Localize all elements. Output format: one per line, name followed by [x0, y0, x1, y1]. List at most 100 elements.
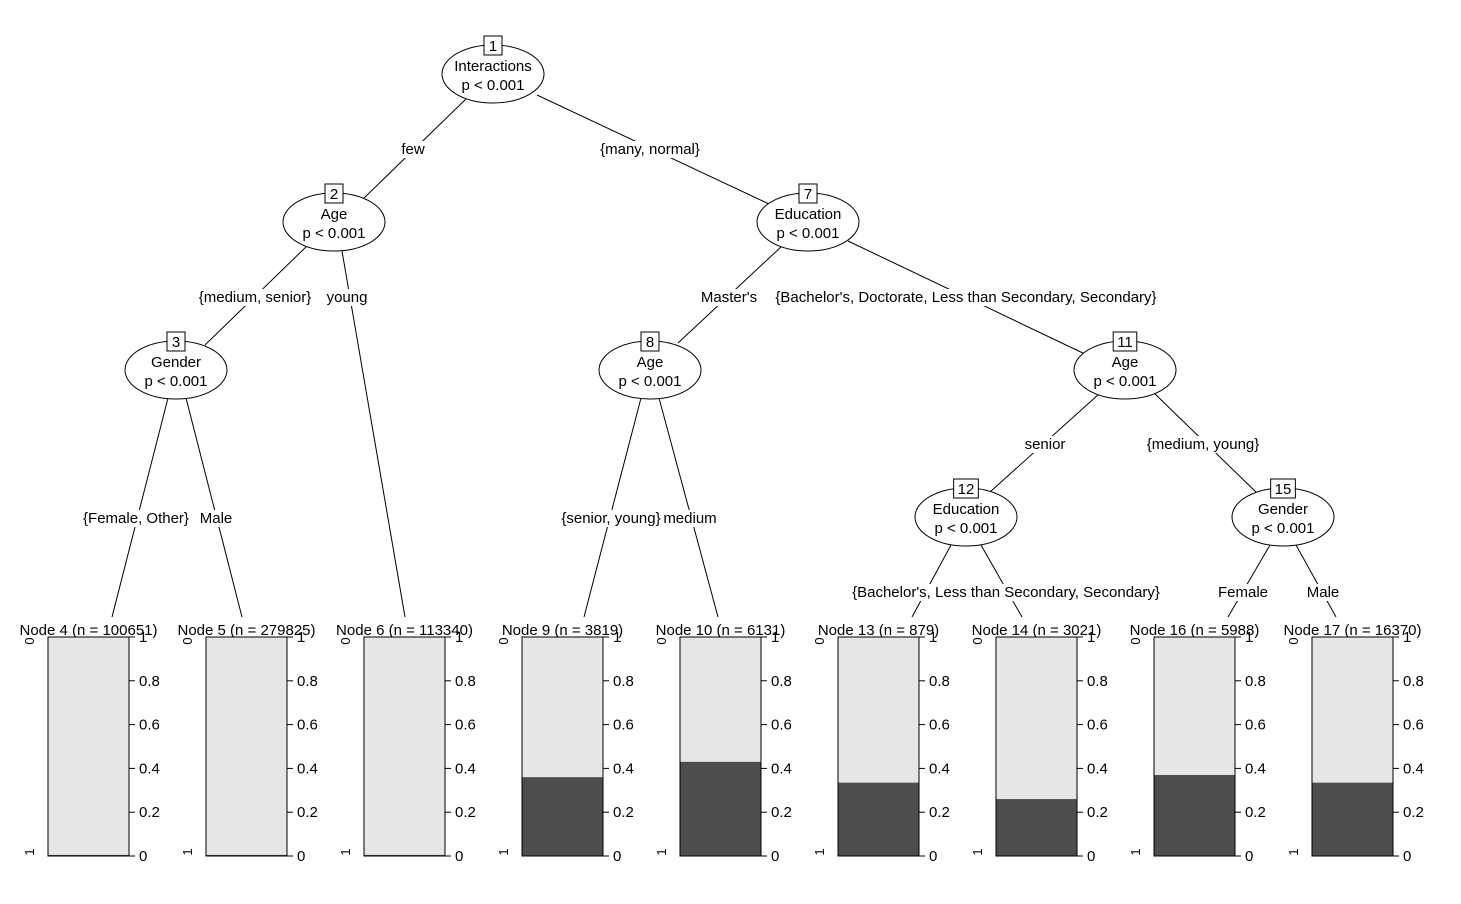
y-axis-tick-label: 0.4 [1403, 760, 1424, 777]
y-axis-tick-label: 0.4 [929, 760, 950, 777]
edge-12-14 [980, 544, 1023, 618]
class-level-1-label: 1 [180, 848, 195, 855]
class-level-1-label: 1 [338, 848, 353, 855]
bar-level-1 [206, 854, 287, 856]
edge-label-2-3: {medium, senior} [199, 289, 312, 306]
edge-8-9 [583, 397, 642, 618]
y-axis-tick-label: 0.6 [613, 717, 634, 734]
node-id-box [953, 478, 979, 499]
edge-label-1-7: {many, normal} [600, 141, 700, 158]
y-axis-tick-label: 0.8 [297, 673, 318, 690]
edge-label-15-16: Female [1218, 584, 1268, 601]
node-variable: Gender [1258, 501, 1308, 518]
y-axis-tick-label: 1 [139, 629, 147, 646]
node-id: 12 [958, 481, 975, 498]
edge-label-backdrop [1215, 584, 1271, 601]
bar-level-1 [1312, 782, 1393, 856]
bar-frame [363, 636, 446, 857]
edge-label-2-6: young [327, 289, 368, 306]
y-axis-tick-label: 0.8 [139, 673, 160, 690]
node-pvalue: p < 0.001 [462, 77, 525, 94]
y-axis-tick-label: 0.2 [1087, 804, 1108, 821]
edge-label-3-5: Male [200, 510, 233, 527]
y-axis-tick-label: 0.2 [297, 804, 318, 821]
node-pvalue: p < 0.001 [145, 373, 208, 390]
terminal-node-title: Node 4 (n = 100651) [19, 622, 157, 639]
node-id: 3 [172, 334, 180, 351]
edge-label-8-10: medium [663, 510, 716, 527]
edge-label-3-4: {Female, Other} [83, 510, 189, 527]
y-axis-tick-label: 0.2 [929, 804, 950, 821]
edge-label-backdrop [559, 510, 663, 527]
class-level-0-label: 0 [1128, 637, 1143, 644]
y-axis-tick-label: 0 [929, 848, 937, 865]
edge-8-10 [658, 397, 719, 618]
bar-level-0 [1154, 637, 1235, 775]
bar-frame [837, 636, 920, 857]
edge-label-backdrop [1304, 584, 1342, 601]
class-level-1-label: 1 [496, 848, 511, 855]
node-id-box [166, 331, 186, 352]
y-axis-tick-label: 0.8 [1245, 673, 1266, 690]
bar-level-1 [996, 799, 1077, 856]
y-axis-tick-label: 0.4 [1087, 760, 1108, 777]
edge-3-4 [111, 397, 169, 618]
node-variable: Interactions [454, 58, 532, 75]
node-id-box [1112, 331, 1138, 352]
edge-2-6 [341, 250, 406, 618]
y-axis-tick-label: 1 [1403, 629, 1411, 646]
y-axis-tick-label: 0.6 [1087, 717, 1108, 734]
y-axis-tick-label: 1 [1245, 629, 1253, 646]
y-axis-tick-label: 0.6 [1245, 717, 1266, 734]
y-axis-tick-label: 0.8 [613, 673, 634, 690]
class-level-1-label: 1 [812, 848, 827, 855]
y-axis-tick-label: 0.4 [297, 760, 318, 777]
y-axis-tick-label: 1 [455, 629, 463, 646]
edge-15-17 [1295, 544, 1337, 618]
y-axis-tick-label: 1 [613, 629, 621, 646]
y-axis-tick-label: 1 [1087, 629, 1095, 646]
edge-label-backdrop [661, 510, 719, 527]
bar-level-0 [838, 637, 919, 783]
edge-label-backdrop [698, 289, 760, 306]
edge-label-15-17: Male [1307, 584, 1340, 601]
y-axis-tick-label: 0.4 [771, 760, 792, 777]
bar-frame [1153, 636, 1236, 857]
y-axis-tick-label: 0.8 [929, 673, 950, 690]
y-axis-tick-label: 0.6 [1403, 717, 1424, 734]
bar-level-1 [680, 761, 761, 856]
bar-frame [521, 636, 604, 857]
class-level-0-label: 0 [654, 637, 669, 644]
edge-label-backdrop [196, 289, 314, 306]
node-id: 15 [1275, 481, 1292, 498]
y-axis-tick-label: 0 [1087, 848, 1095, 865]
class-level-1-label: 1 [1128, 848, 1143, 855]
node-pvalue: p < 0.001 [777, 225, 840, 242]
terminal-node-title: Node 5 (n = 279825) [177, 622, 315, 639]
bar-frame [995, 636, 1078, 857]
class-level-1-label: 1 [654, 848, 669, 855]
y-axis-tick-label: 0 [1403, 848, 1411, 865]
y-axis-tick-label: 0 [1245, 848, 1253, 865]
y-axis-tick-label: 0.8 [771, 673, 792, 690]
class-level-1-label: 1 [970, 848, 985, 855]
y-axis-tick-label: 0.2 [613, 804, 634, 821]
edge-label-backdrop [773, 289, 1159, 306]
bar-frame [679, 636, 762, 857]
y-axis-tick-label: 0 [455, 848, 463, 865]
edge-label-backdrop [850, 584, 1162, 601]
y-axis-tick-label: 0.8 [455, 673, 476, 690]
node-pvalue: p < 0.001 [935, 520, 998, 537]
y-axis-tick-label: 0.6 [297, 717, 318, 734]
y-axis-tick-label: 0.6 [929, 717, 950, 734]
y-axis-tick-label: 0.6 [139, 717, 160, 734]
